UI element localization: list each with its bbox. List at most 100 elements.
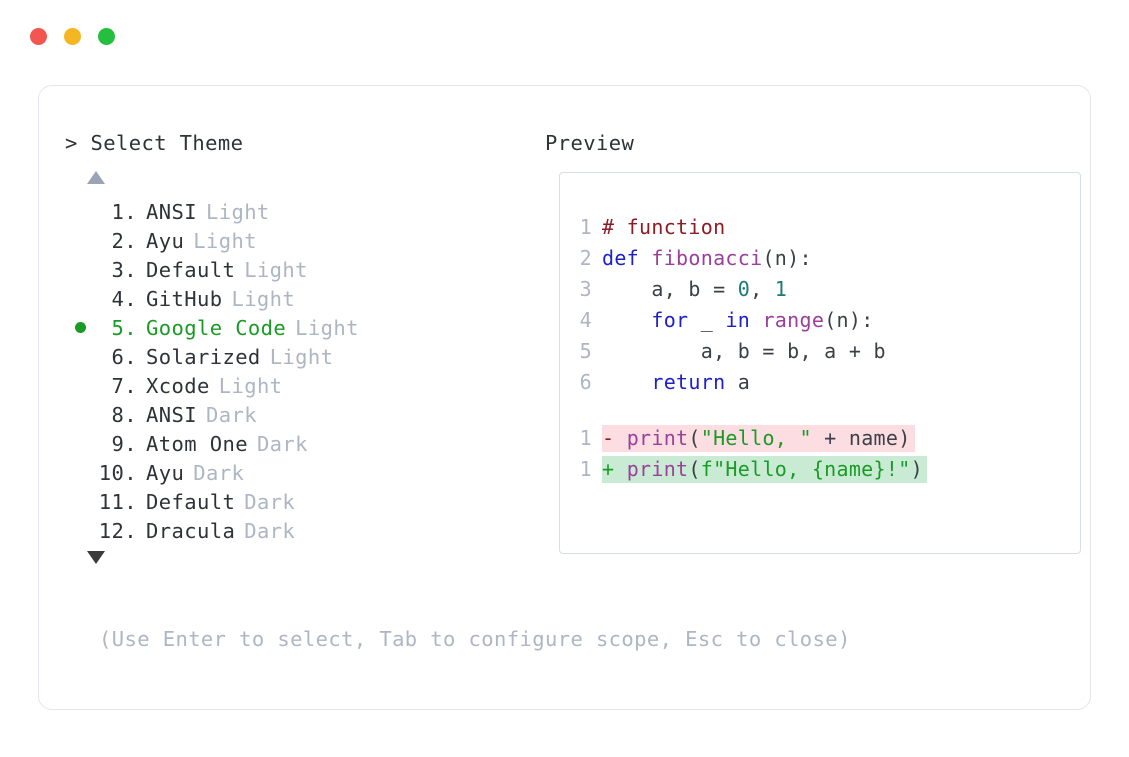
theme-item-name: Atom One bbox=[146, 431, 248, 456]
code-token-plain bbox=[750, 308, 762, 332]
code-token-plain: a bbox=[725, 370, 751, 394]
theme-item-index: 12. bbox=[98, 518, 137, 543]
code-token-plain bbox=[602, 370, 651, 394]
code-token-plain bbox=[602, 308, 651, 332]
theme-item-variant: Light bbox=[269, 344, 334, 369]
theme-item-index: 8. bbox=[111, 402, 137, 427]
code-line-text: # function bbox=[602, 215, 725, 239]
code-line: 4 for _ in range(n): bbox=[560, 308, 1080, 339]
theme-list-item[interactable]: 8. ANSI Dark bbox=[65, 400, 545, 429]
diff-line-removed: 1- print("Hello, " + name) bbox=[560, 425, 1080, 456]
theme-item-index: 9. bbox=[111, 431, 137, 456]
code-line: 2 def fibonacci(n): bbox=[560, 246, 1080, 277]
minimize-window-button[interactable] bbox=[64, 27, 81, 45]
line-number: 1 bbox=[579, 215, 592, 239]
code-token-builtin: print bbox=[626, 426, 689, 450]
theme-item-name: Ayu bbox=[146, 460, 185, 485]
line-number: 1 bbox=[579, 426, 592, 450]
code-token-plain: (n): bbox=[824, 308, 874, 332]
theme-item-variant: Dark bbox=[244, 489, 296, 514]
theme-item-index: 2. bbox=[111, 228, 137, 253]
code-line: 6 return a bbox=[560, 370, 1080, 401]
code-token-keyword: def bbox=[602, 246, 652, 270]
theme-list-item[interactable]: 3. Default Light bbox=[65, 255, 545, 284]
code-token-plain: + name) bbox=[811, 426, 911, 450]
theme-item-variant: Light bbox=[193, 228, 257, 253]
theme-item-index: 11. bbox=[98, 489, 137, 514]
selection-indicator-slot bbox=[65, 322, 95, 333]
line-number: 1 bbox=[579, 457, 592, 481]
theme-item-name: Default bbox=[146, 257, 236, 282]
code-token-plain: _ bbox=[688, 308, 726, 332]
theme-item-variant: Dark bbox=[193, 460, 245, 485]
code-token-string: f"Hello, {name}!" bbox=[700, 457, 911, 481]
theme-item-name: Dracula bbox=[146, 518, 236, 543]
theme-item-variant: Dark bbox=[256, 431, 308, 456]
code-line: 1 # function bbox=[560, 215, 1080, 246]
code-token-number: 1 bbox=[774, 277, 788, 301]
theme-item-variant: Light bbox=[295, 315, 359, 340]
theme-item-name: Default bbox=[146, 489, 236, 514]
scroll-up-icon[interactable] bbox=[87, 171, 105, 184]
theme-item-name: Google Code bbox=[146, 315, 287, 340]
theme-list-item[interactable]: 5. Google Code Light bbox=[65, 313, 545, 342]
theme-item-variant: Light bbox=[231, 286, 296, 311]
scroll-down-icon[interactable] bbox=[87, 551, 105, 564]
code-line-text: for _ in range(n): bbox=[602, 308, 874, 332]
code-token-plain: ( bbox=[688, 426, 701, 450]
theme-list-item[interactable]: 11. Default Dark bbox=[65, 487, 545, 516]
theme-item-variant: Dark bbox=[205, 402, 257, 427]
code-token-keyword: in bbox=[725, 308, 751, 332]
theme-item-name: GitHub bbox=[146, 286, 223, 311]
theme-item-name: Ayu bbox=[146, 228, 185, 253]
diff-line-text: + print(f"Hello, {name}!") bbox=[602, 456, 927, 483]
diff-line-added: 1 + print(f"Hello, {name}!") bbox=[560, 456, 1080, 487]
theme-item-index: 5. bbox=[111, 315, 137, 340]
theme-item-index: 4. bbox=[111, 286, 137, 311]
diff-block: 1- print("Hello, " + name)1+ print(f"Hel… bbox=[560, 425, 1080, 487]
theme-list-item[interactable]: 7. Xcode Light bbox=[65, 371, 545, 400]
code-line: 5 a, b = b, a + b bbox=[560, 339, 1080, 370]
code-token-keyword: for bbox=[651, 308, 689, 332]
theme-list-item[interactable]: 4. GitHub Light bbox=[65, 284, 545, 313]
code-token-func: fibonacci bbox=[651, 246, 763, 270]
code-token-plain: a, b = b, a + b bbox=[602, 339, 886, 363]
theme-item-index: 7. bbox=[111, 373, 137, 398]
theme-item-variant: Light bbox=[218, 373, 283, 398]
code-token-string: "Hello, " bbox=[700, 426, 812, 450]
line-number: 3 bbox=[579, 277, 592, 301]
theme-item-name: ANSI bbox=[146, 402, 197, 427]
theme-list-item[interactable]: 2. Ayu Light bbox=[65, 226, 545, 255]
close-window-button[interactable] bbox=[30, 27, 47, 45]
theme-item-variant: Light bbox=[205, 199, 270, 224]
code-token-plain: ( bbox=[688, 457, 701, 481]
code-token-builtin: print bbox=[626, 457, 689, 481]
theme-item-name: Xcode bbox=[146, 373, 210, 398]
code-token-plain: a, b = bbox=[602, 277, 738, 301]
code-line-text: def fibonacci(n): bbox=[602, 246, 812, 270]
theme-list-item[interactable]: 9. Atom One Dark bbox=[65, 429, 545, 458]
diff-line-text: - print("Hello, " + name) bbox=[602, 425, 915, 452]
line-number: 4 bbox=[579, 308, 592, 332]
diff-marker: - bbox=[602, 426, 627, 450]
theme-item-index: 3. bbox=[111, 257, 137, 282]
code-token-comment: # function bbox=[602, 215, 726, 239]
zoom-window-button[interactable] bbox=[98, 27, 115, 45]
code-spacer bbox=[560, 401, 1080, 425]
code-token-plain: ) bbox=[910, 457, 923, 481]
diff-marker: + bbox=[602, 457, 627, 481]
line-number: 6 bbox=[579, 370, 592, 394]
line-number: 2 bbox=[579, 246, 592, 270]
theme-item-index: 6. bbox=[111, 344, 137, 369]
theme-item-variant: Light bbox=[244, 257, 308, 282]
theme-item-name: ANSI bbox=[146, 199, 197, 224]
code-token-number: 0 bbox=[737, 277, 751, 301]
